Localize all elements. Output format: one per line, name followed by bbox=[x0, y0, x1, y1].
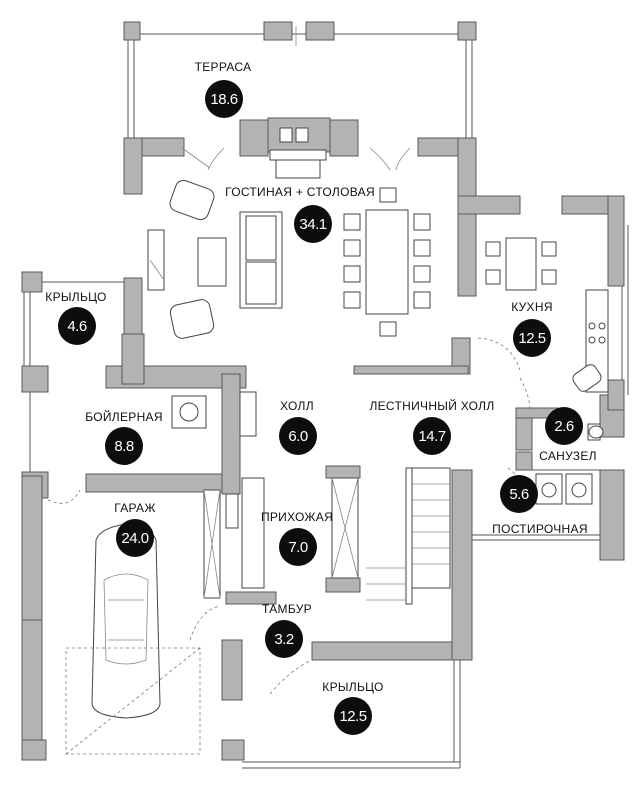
room-kitchen: КУХНЯ 12.5 bbox=[511, 300, 553, 357]
doors bbox=[47, 26, 531, 695]
room-label: ПРИХОЖАЯ bbox=[261, 510, 333, 524]
room-terrace: ТЕРРАСА 18.6 bbox=[195, 60, 252, 118]
area-badge bbox=[58, 307, 96, 345]
room-garage: ГАРАЖ 24.0 bbox=[114, 501, 155, 557]
area-badge bbox=[294, 205, 332, 243]
area-value: 3.2 bbox=[274, 631, 294, 648]
furniture bbox=[65, 127, 609, 755]
area-badge bbox=[545, 407, 583, 445]
room-label: БОЙЛЕРНАЯ bbox=[85, 409, 163, 424]
room-label: ЛЕСТНИЧНЫЙ ХОЛЛ bbox=[369, 398, 494, 413]
room-label: ГОСТИНАЯ + СТОЛОВАЯ bbox=[225, 185, 375, 199]
walls bbox=[21, 21, 625, 761]
area-badge bbox=[116, 519, 154, 557]
area-badge bbox=[205, 80, 243, 118]
area-badge bbox=[105, 427, 143, 465]
area-badge bbox=[413, 417, 451, 455]
room-stair-hall: ЛЕСТНИЧНЫЙ ХОЛЛ 14.7 bbox=[369, 398, 494, 455]
area-value: 5.6 bbox=[509, 486, 529, 503]
room-vestibule: ТАМБУР 3.2 bbox=[262, 602, 312, 658]
area-value: 12.5 bbox=[339, 708, 366, 725]
room-porch-large: КРЫЛЬЦО 12.5 bbox=[322, 680, 383, 735]
area-value: 34.1 bbox=[299, 216, 326, 233]
area-badge bbox=[500, 475, 538, 513]
area-value: 14.7 bbox=[418, 428, 445, 445]
area-value: 24.0 bbox=[121, 530, 148, 547]
room-bathroom: 2.6 САНУЗЕЛ bbox=[539, 407, 597, 463]
room-boiler: БОЙЛЕРНАЯ 8.8 bbox=[85, 409, 163, 465]
area-badge bbox=[334, 697, 372, 735]
area-value: 2.6 bbox=[554, 418, 574, 435]
room-label: ХОЛЛ bbox=[280, 399, 314, 413]
room-living-dining: ГОСТИНАЯ + СТОЛОВАЯ 34.1 bbox=[225, 185, 375, 243]
area-badge bbox=[265, 620, 303, 658]
area-value: 4.6 bbox=[67, 318, 87, 335]
area-badge bbox=[513, 319, 551, 357]
room-label: ТАМБУР bbox=[262, 602, 312, 616]
area-value: 6.0 bbox=[288, 428, 308, 445]
room-porch-small: КРЫЛЬЦО 4.6 bbox=[45, 290, 106, 345]
room-label: КРЫЛЬЦО bbox=[45, 290, 106, 304]
room-label: САНУЗЕЛ bbox=[539, 449, 597, 463]
room-hall: ХОЛЛ 6.0 bbox=[279, 399, 317, 455]
area-value: 8.8 bbox=[114, 438, 134, 455]
room-label: ПОСТИРОЧНАЯ bbox=[492, 522, 588, 536]
room-label: ГАРАЖ bbox=[114, 501, 155, 515]
room-entrance-hall: ПРИХОЖАЯ 7.0 bbox=[261, 510, 333, 566]
room-label: ТЕРРАСА bbox=[195, 60, 252, 74]
room-label: КРЫЛЬЦО bbox=[322, 680, 383, 694]
area-badge bbox=[279, 528, 317, 566]
area-value: 18.6 bbox=[210, 91, 237, 108]
area-badge bbox=[279, 417, 317, 455]
room-laundry: 5.6 ПОСТИРОЧНАЯ bbox=[492, 475, 588, 536]
area-value: 12.5 bbox=[518, 330, 545, 347]
room-label: КУХНЯ bbox=[511, 300, 553, 314]
area-value: 7.0 bbox=[288, 539, 308, 556]
